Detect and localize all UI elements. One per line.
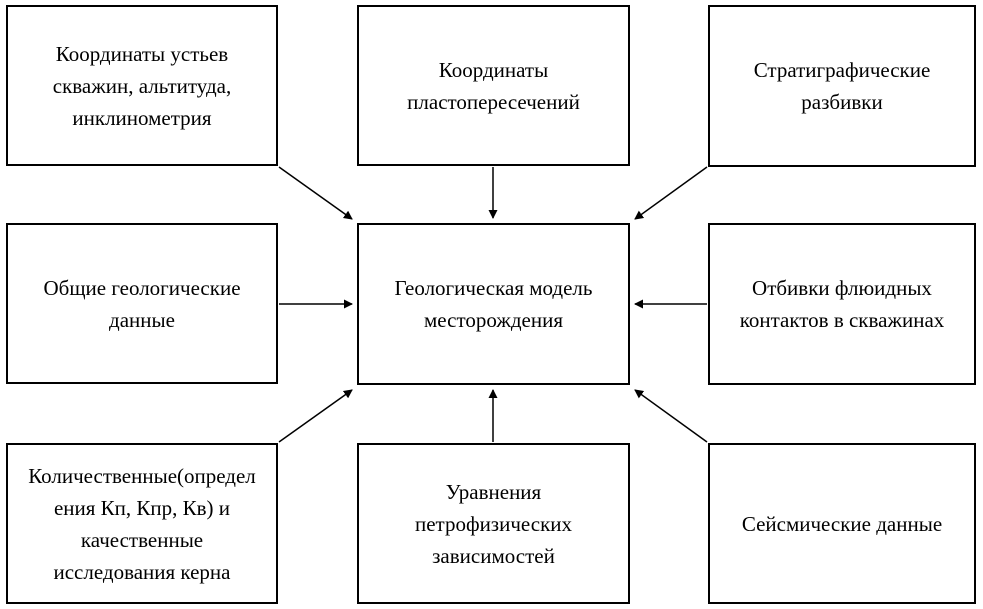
- node-label: Количественные(определ ения Кп, Кпр, Кв)…: [28, 460, 256, 588]
- node-label-line: Координаты устьев: [55, 41, 229, 66]
- node-label: Стратиграфические разбивки: [754, 54, 931, 118]
- node-geological-model: Геологическая модель месторождения: [357, 223, 630, 385]
- node-label: Сейсмические данные: [742, 508, 942, 540]
- node-label-line: месторождения: [424, 308, 563, 332]
- node-stratigraphic-breakdowns: Стратиграфические разбивки: [708, 5, 976, 167]
- node-label-line: зависимостей: [432, 543, 555, 568]
- node-label-line: Сейсмические данные: [741, 511, 943, 536]
- node-intersection-coordinates: Координаты пластопересечений: [357, 5, 630, 166]
- node-label-line: пластопересечений: [407, 89, 580, 114]
- node-label-line: ения Кп, Кпр, Кв) и: [53, 495, 231, 520]
- node-label: Общие геологические данные: [43, 272, 240, 336]
- node-label-line: скважин, альтитуда,: [52, 73, 232, 98]
- node-label: Геологическая модель месторождения: [394, 272, 592, 336]
- node-label-line: Общие геологические: [43, 275, 241, 300]
- node-label-line: Стратиграфические: [753, 58, 931, 82]
- node-label-line: контактов в скважинах: [739, 308, 945, 332]
- node-label-line: качественные: [80, 527, 204, 552]
- node-label: Координаты пластопересечений: [407, 54, 580, 118]
- arrow-from-wellhead-coordinates: [278, 166, 353, 220]
- node-label-line: исследования керна: [53, 559, 231, 584]
- node-petrophysical-equations: Уравнения петрофизических зависимостей: [357, 443, 630, 604]
- node-wellhead-coordinates: Координаты устьев скважин, альтитуда, ин…: [6, 5, 278, 166]
- node-seismic-data: Сейсмические данные: [708, 443, 976, 604]
- arrow-from-core-studies: [278, 389, 353, 443]
- node-label: Отбивки флюидных контактов в скважинах: [740, 272, 945, 336]
- node-core-studies: Количественные(определ ения Кп, Кпр, Кв)…: [6, 443, 278, 604]
- node-label-line: инклинометрия: [72, 105, 212, 130]
- node-label-line: петрофизических: [414, 511, 573, 536]
- arrow-from-seismic-data: [634, 389, 708, 443]
- node-label-line: Отбивки флюидных: [752, 276, 932, 300]
- node-label-line: Количественные(определ: [28, 463, 256, 488]
- arrow-from-stratigraphic-breakdowns: [634, 166, 708, 220]
- node-general-geological-data: Общие геологические данные: [6, 223, 278, 384]
- node-label-line: разбивки: [801, 90, 883, 114]
- node-label-line: Геологическая модель: [394, 276, 593, 300]
- node-label: Координаты устьев скважин, альтитуда, ин…: [53, 38, 231, 134]
- node-label-line: данные: [109, 307, 175, 332]
- node-label-line: Уравнения: [445, 479, 542, 504]
- node-fluid-contact-picks: Отбивки флюидных контактов в скважинах: [708, 223, 976, 385]
- node-label-line: Координаты: [438, 57, 549, 82]
- node-label: Уравнения петрофизических зависимостей: [415, 476, 572, 572]
